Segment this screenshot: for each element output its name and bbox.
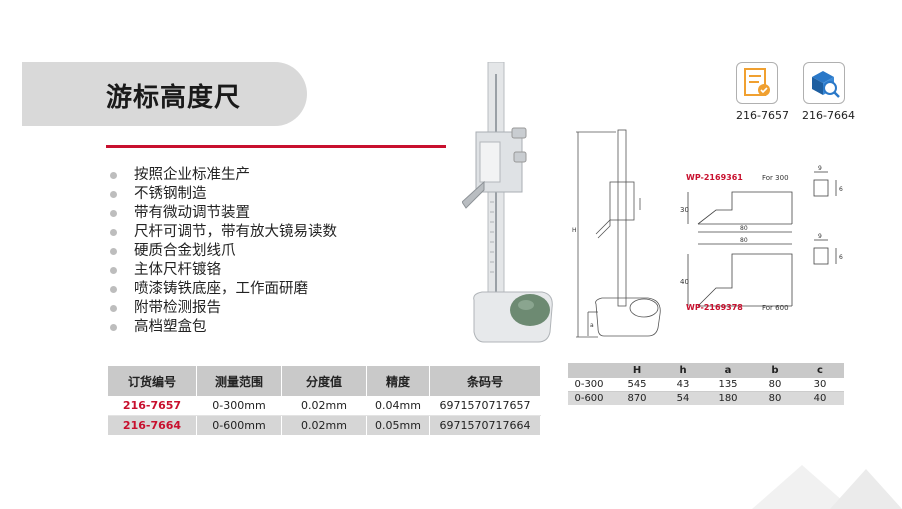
table-row: 216-7657 0-300mm 0.02mm 0.04mm 697157071… [108, 396, 541, 416]
table-row: 0-600 870 54 180 80 40 [568, 391, 844, 405]
feature-item: 尺杆可调节，带有放大镜易读数 [106, 223, 337, 242]
certificate-badge[interactable] [736, 62, 778, 104]
profile2-width: 80 [740, 237, 748, 244]
profile2-note: For 600 [762, 304, 789, 312]
col-barcode: 条码号 [429, 366, 541, 396]
feature-item: 附带检测报告 [106, 299, 337, 318]
barcode-cell: 6971570717664 [429, 415, 541, 435]
range-cell: 0-300mm [196, 396, 282, 416]
product-photo [462, 62, 553, 343]
table-row: 216-7664 0-600mm 0.02mm 0.05mm 697157071… [108, 415, 541, 435]
range-cell: 0-600mm [196, 415, 282, 435]
order-code: 216-7657 [108, 396, 197, 416]
inspect-badge[interactable] [803, 62, 845, 104]
dims-cell: 0-600 [568, 391, 610, 405]
certificate-label: 216-7657 [736, 109, 789, 122]
a-label: a [590, 322, 594, 329]
profile1-tip-height: 6 [839, 186, 843, 193]
feature-item: 按照企业标准生产 [106, 166, 337, 185]
dims-cell: 80 [754, 391, 796, 405]
scriber-profiles: WP-2169361 For 300 30 80 9 6 WP-2169378 … [680, 165, 843, 312]
dimension-drawing: H a [572, 129, 661, 338]
dims-cell: 30 [796, 378, 844, 392]
title-divider [106, 145, 446, 148]
order-code: 216-7664 [108, 415, 197, 435]
profile1-tip-width: 9 [818, 165, 822, 172]
feature-item: 硬质合金划线爪 [106, 242, 337, 261]
height-label: H [572, 227, 577, 234]
dims-cell: 40 [796, 391, 844, 405]
profile2-height: 40 [680, 278, 689, 286]
dims-cell: 870 [610, 391, 664, 405]
feature-item: 不锈钢制造 [106, 185, 337, 204]
resolution-cell: 0.02mm [281, 396, 367, 416]
order-spec-table: 订货编号 测量范围 分度值 精度 条码号 216-7657 0-300mm 0.… [108, 366, 541, 435]
title-banner [22, 62, 307, 126]
corner-decoration [830, 469, 902, 509]
profile2-tip-width: 9 [818, 233, 822, 240]
dims-cell: 80 [754, 378, 796, 392]
col-accuracy: 精度 [366, 366, 430, 396]
dims-cell: 180 [702, 391, 754, 405]
certificate-icon [744, 68, 770, 96]
dims-col-c: c [796, 363, 844, 378]
col-range: 测量范围 [196, 366, 282, 396]
accuracy-cell: 0.04mm [366, 396, 430, 416]
dimension-table: H h a b c 0-300 545 43 135 80 30 0-600 8… [568, 363, 844, 405]
profile1-width: 80 [740, 225, 748, 232]
dims-cell: 43 [664, 378, 702, 392]
accuracy-cell: 0.05mm [366, 415, 430, 435]
dims-col-b: b [754, 363, 796, 378]
dims-col-H: H [610, 363, 664, 378]
feature-list: 按照企业标准生产 不锈钢制造 带有微动调节装置 尺杆可调节，带有放大镜易读数 硬… [106, 166, 337, 337]
page-title: 游标高度尺 [106, 83, 242, 113]
feature-item: 主体尺杆镀铬 [106, 261, 337, 280]
profile2-code: WP-2169378 [686, 303, 743, 312]
feature-item: 带有微动调节装置 [106, 204, 337, 223]
dims-cell: 545 [610, 378, 664, 392]
profile1-note: For 300 [762, 174, 789, 182]
inspect-label: 216-7664 [802, 109, 855, 122]
table-header-row: 订货编号 测量范围 分度值 精度 条码号 [108, 366, 541, 396]
table-row: 0-300 545 43 135 80 30 [568, 378, 844, 392]
profile1-code: WP-2169361 [686, 173, 743, 182]
profile1-height: 30 [680, 206, 689, 214]
barcode-cell: 6971570717657 [429, 396, 541, 416]
dims-header-row: H h a b c [568, 363, 844, 378]
feature-item: 喷漆铸铁底座，工作面研磨 [106, 280, 337, 299]
col-resolution: 分度值 [281, 366, 367, 396]
profile2-tip-height: 6 [839, 254, 843, 261]
dims-col-a: a [702, 363, 754, 378]
feature-item: 高档塑盒包 [106, 318, 337, 337]
resolution-cell: 0.02mm [281, 415, 367, 435]
col-order-no: 订货编号 [108, 366, 197, 396]
inspect-icon [812, 71, 840, 98]
dims-cell: 135 [702, 378, 754, 392]
dims-col-h: h [664, 363, 702, 378]
dims-cell: 54 [664, 391, 702, 405]
dims-cell: 0-300 [568, 378, 610, 392]
dims-col-range [568, 363, 610, 378]
